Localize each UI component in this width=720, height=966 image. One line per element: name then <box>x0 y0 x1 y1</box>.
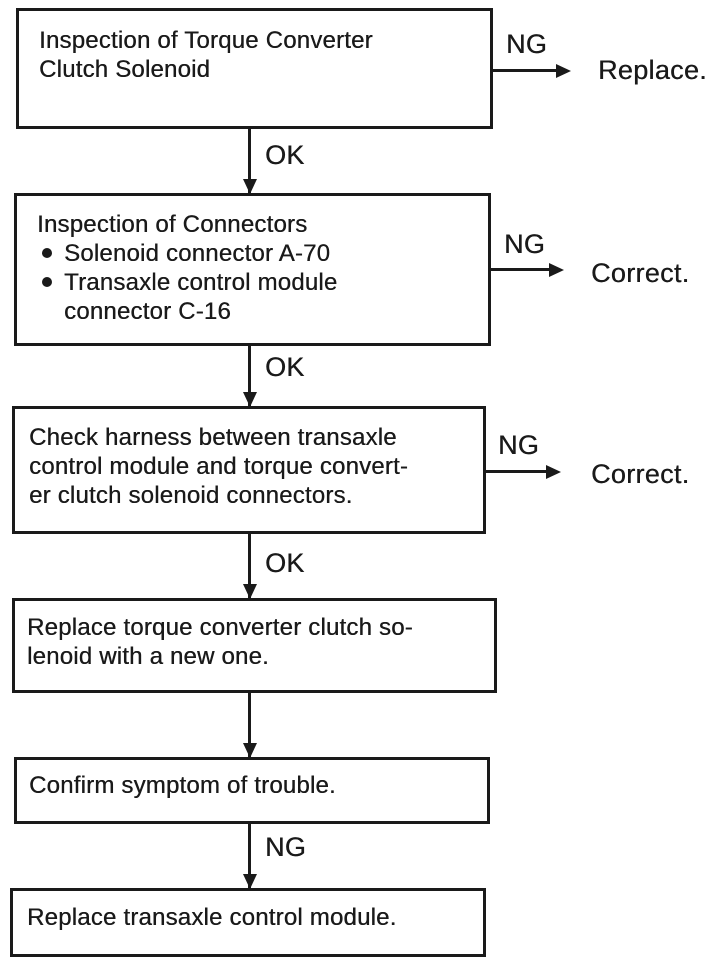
bullet-icon <box>42 277 52 287</box>
branch-3-arrow <box>486 464 561 479</box>
arrowhead-down-icon <box>242 179 257 194</box>
bullet-text-line: connector C-16 <box>64 298 231 325</box>
arrowhead-right-icon <box>549 262 564 277</box>
branch-2-ng-label: NG <box>504 229 546 259</box>
branch-1-arrow <box>493 63 571 78</box>
connector-5-label: NG <box>265 832 307 862</box>
flow-box-6: Replace transaxle control module. <box>10 888 486 957</box>
arrowhead-down-icon <box>242 392 257 407</box>
branch-2-arrow <box>491 262 564 277</box>
box-text-line: Clutch Solenoid <box>39 56 211 83</box>
connector-3-arrow <box>242 534 257 599</box>
bullet-item: Transaxle control module <box>37 268 478 297</box>
box-text-line: Confirm symptom of trouble. <box>29 772 336 799</box>
flow-box-3: Check harness between transaxle control … <box>12 406 486 534</box>
flow-box-4: Replace torque converter clutch so- leno… <box>12 598 497 693</box>
branch-3-ng-label: NG <box>498 430 540 460</box>
box-text-line: control module and torque convert- <box>29 453 409 480</box>
bullet-item: Solenoid connector A-70 <box>37 239 478 268</box>
arrowhead-right-icon <box>556 63 571 78</box>
bullet-icon <box>42 248 52 258</box>
branch-1-result: Replace. <box>598 55 707 85</box>
box-text-line: Inspection of Torque Converter <box>39 27 373 54</box>
bullet-text-line: Transaxle control module <box>64 269 338 296</box>
bullet-text-line: Solenoid connector A-70 <box>64 240 331 267</box>
connector-1-arrow <box>242 129 257 194</box>
box-text-line: Replace torque converter clutch so- <box>27 614 413 641</box>
branch-3-result: Correct. <box>591 459 690 489</box>
connector-3-label: OK <box>265 548 305 578</box>
arrowhead-right-icon <box>546 464 561 479</box>
arrowhead-down-icon <box>242 874 257 889</box>
box-text-line: Replace transaxle control module. <box>27 904 397 931</box>
box-text-line: er clutch solenoid connectors. <box>29 482 353 509</box>
connector-5-arrow <box>242 824 257 889</box>
branch-2-result: Correct. <box>591 258 690 288</box>
connector-1-label: OK <box>265 140 305 170</box>
connector-2-arrow <box>242 346 257 407</box>
box-text-line: Check harness between transaxle <box>29 424 397 451</box>
branch-1-ng-label: NG <box>506 29 548 59</box>
flow-box-5: Confirm symptom of trouble. <box>14 757 490 824</box>
box-text-line: lenoid with a new one. <box>27 643 269 670</box>
arrowhead-down-icon <box>242 743 257 758</box>
connector-4-arrow <box>242 693 257 758</box>
flow-box-2: Inspection of Connectors Solenoid connec… <box>14 193 491 346</box>
arrowhead-down-icon <box>242 584 257 599</box>
flow-box-1: Inspection of Torque Converter Clutch So… <box>16 8 493 129</box>
box-title-line: Inspection of Connectors <box>37 211 308 238</box>
connector-2-label: OK <box>265 352 305 382</box>
